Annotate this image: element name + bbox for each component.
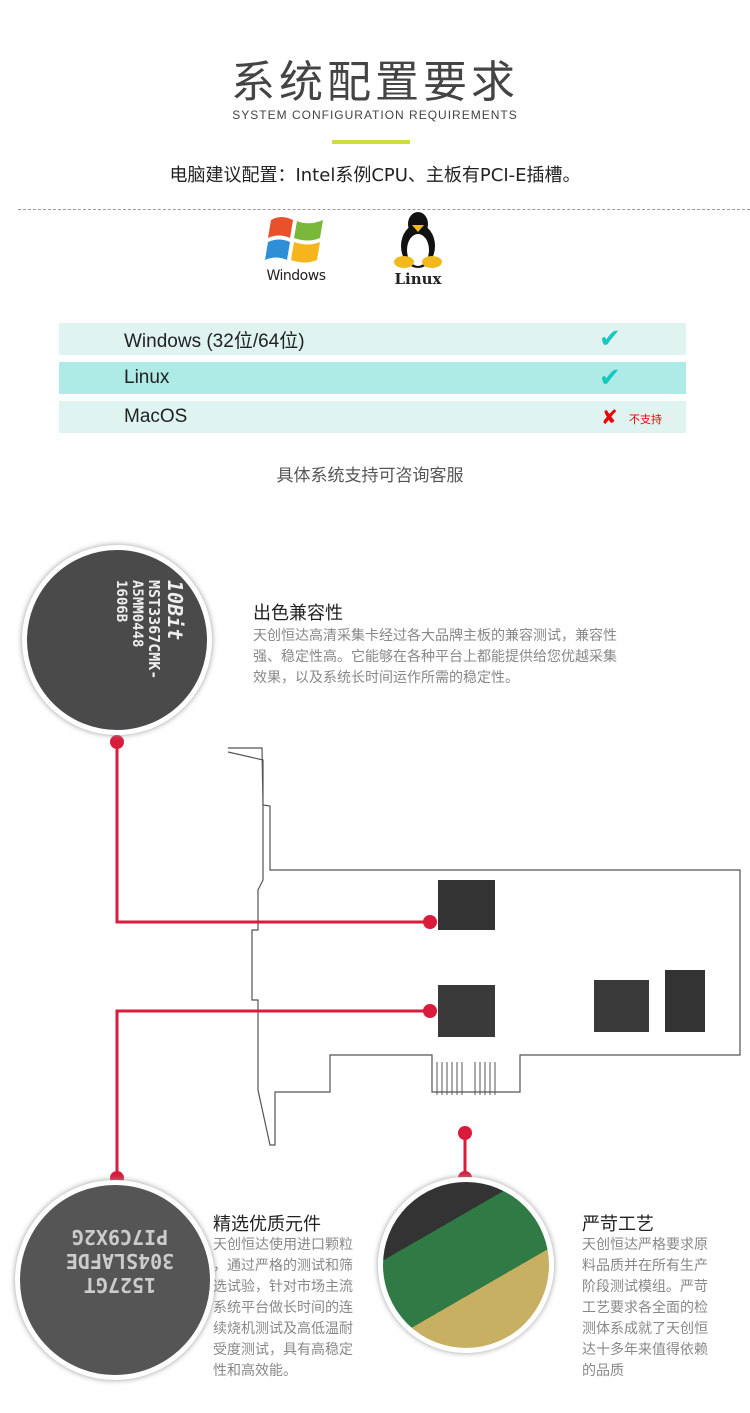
callout-dot [423, 915, 437, 929]
feature-line: 的品质 [582, 1363, 624, 1379]
windows-logo: Windows [258, 214, 334, 284]
chip-line: PI7C9X2G [71, 1225, 169, 1249]
consult-note: 具体系统支持可咨询客服 [276, 466, 464, 486]
callout-dot [458, 1126, 472, 1140]
chip-closeup-bridge: 1527GT 304SLAFDE PI7C9X2G [15, 1180, 215, 1380]
os-row-linux: Linux ✔ [59, 362, 686, 394]
pcb-closeup [378, 1177, 554, 1353]
chip-model: MST3367CMK- [145, 580, 163, 680]
windows-logo-label: Windows [266, 268, 327, 284]
os-name: Linux [124, 367, 170, 388]
cross-icon: ✘ [601, 405, 618, 429]
feature-line: 受度测试，具有高稳定 [213, 1342, 353, 1358]
feature-title: 严苛工艺 [582, 1214, 654, 1235]
chip-memory [665, 970, 705, 1032]
feature-line: 达十多年来值得依赖 [582, 1342, 708, 1358]
windows-logo-icon [265, 217, 323, 263]
unsupported-note: 不支持 [629, 413, 662, 426]
callout-dot [423, 1004, 437, 1018]
check-icon: ✔ [599, 324, 621, 354]
board-outline [227, 747, 741, 1146]
pcie-contacts [436, 1062, 496, 1095]
feature-line: 性和高效能。 [213, 1363, 297, 1379]
feature-line: 阶段测试模组。严苛 [582, 1279, 708, 1295]
chip-closeup-capture: 10Bit MST3367CMK- A5MM0448 1606B [22, 545, 212, 735]
page-subtitle: SYSTEM CONFIGURATION REQUIREMENTS [232, 108, 518, 122]
os-name: Windows (32位/64位) [124, 330, 305, 352]
feature-line: 工艺要求各全面的检 [582, 1300, 708, 1316]
tux-penguin-icon [394, 212, 442, 268]
feature-line: 天创恒达高清采集卡经过各大品牌主板的兼容测试，兼容性 [253, 628, 617, 644]
feature-line: 天创恒达严格要求原 [582, 1237, 708, 1253]
feature-line: 选试验，针对市场主流 [213, 1279, 353, 1295]
feature-body: 天创恒达高清采集卡经过各大品牌主板的兼容测试，兼容性 强、稳定性高。它能够在各种… [253, 626, 693, 689]
check-icon: ✔ [599, 363, 621, 393]
chip-bridge [438, 985, 495, 1037]
accent-bar [332, 140, 410, 144]
chip-capture [438, 880, 495, 930]
page-title: 系统配置要求 [231, 57, 519, 108]
linux-logo-label: Linux [394, 270, 442, 288]
feature-line: 系统平台做长时间的连 [213, 1300, 353, 1316]
linux-logo: Linux [385, 210, 451, 288]
feature-line: 测体系成就了天创恒 [582, 1321, 708, 1337]
chip-power [594, 980, 649, 1032]
chip-brand: 10Bit [163, 580, 187, 641]
feature-line: ，通过严格的测试和筛 [213, 1258, 353, 1274]
feature-body: 天创恒达使用进口颗粒 ，通过严格的测试和筛 选试验，针对市场主流 系统平台做长时… [213, 1235, 373, 1382]
dashed-divider [18, 209, 750, 210]
recommendation-text: 电脑建议配置：Intel系例CPU、主板有PCI-E插槽。 [169, 165, 581, 186]
chip-line: 1527GT [83, 1273, 157, 1297]
feature-line: 续烧机测试及高低温耐 [213, 1321, 353, 1337]
feature-title: 精选优质元件 [213, 1214, 321, 1235]
callout-dot [110, 735, 124, 749]
feature-title: 出色兼容性 [253, 603, 343, 624]
os-name: MacOS [124, 406, 188, 427]
chip-code: 1606B [113, 580, 129, 623]
chip-line: 304SLAFDE [65, 1249, 175, 1273]
feature-line: 效果，以及系统长时间运作所需的稳定性。 [253, 670, 519, 686]
os-row-windows: Windows (32位/64位) ✔ [59, 323, 686, 355]
feature-body: 天创恒达严格要求原 料品质并在所有生产 阶段测试模组。严苛 工艺要求各全面的检 … [582, 1235, 742, 1382]
os-row-macos: MacOS ✘ 不支持 [59, 401, 686, 433]
chip-lot: A5MM0448 [129, 580, 145, 648]
feature-line: 料品质并在所有生产 [582, 1258, 708, 1274]
callout-lines [115, 742, 467, 1178]
feature-line: 天创恒达使用进口颗粒 [213, 1237, 353, 1253]
feature-line: 强、稳定性高。它能够在各种平台上都能提供给您优越采集 [253, 649, 617, 665]
